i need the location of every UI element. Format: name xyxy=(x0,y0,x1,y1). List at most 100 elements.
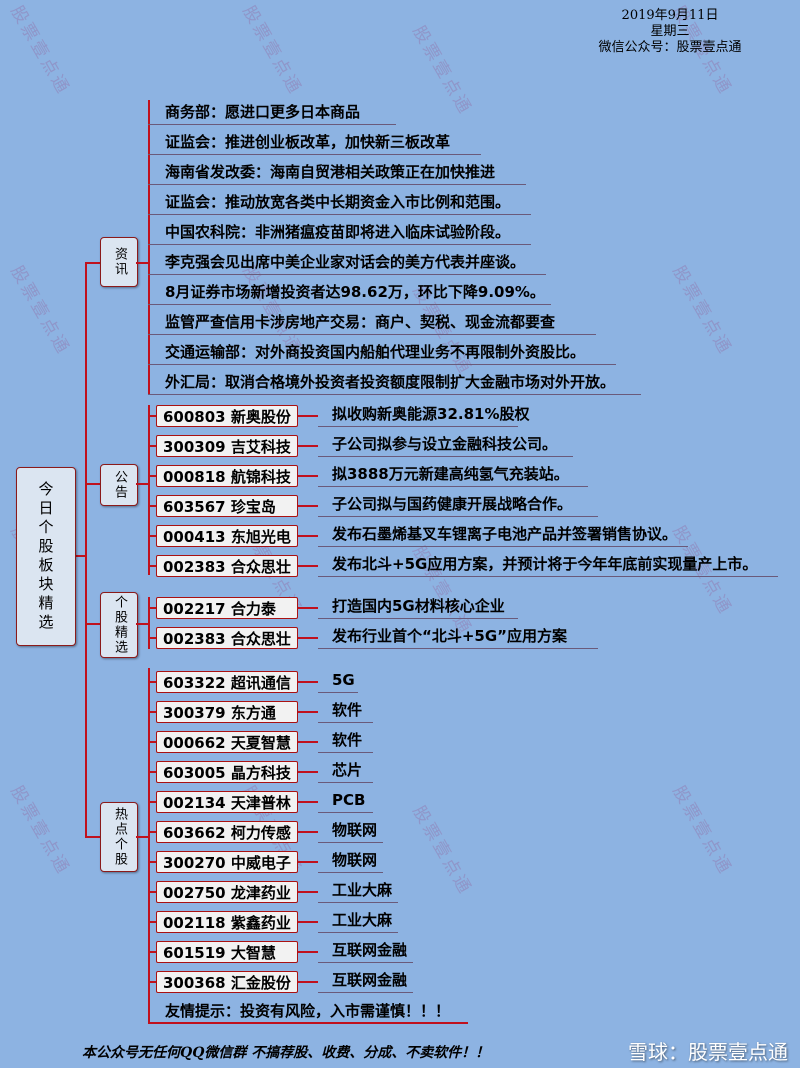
stock-connector xyxy=(148,831,156,833)
announce-desc: 拟收购新奥能源32.81%股权 xyxy=(332,405,530,423)
watermark-text: 股票壹点通 xyxy=(408,802,476,900)
stock-link xyxy=(298,681,318,683)
stock-link xyxy=(298,535,318,537)
announce-desc: 拟3888万元新建高纯氢气充装站。 xyxy=(332,465,569,483)
risk-tip: 友情提示：投资有风险，入市需谨慎！！！ xyxy=(165,1002,451,1020)
wechat-label: 微信公众号：股票壹点通 xyxy=(598,40,742,55)
stock-link xyxy=(298,891,318,893)
stock-link xyxy=(298,771,318,773)
branch-hot-label: 热点个股 xyxy=(112,807,127,867)
news-item: 交通运输部：对外商投资国内船舶代理业务不再限制外资股比。 xyxy=(165,343,586,361)
stock-link xyxy=(298,741,318,743)
news-underline xyxy=(148,214,531,215)
hot-stock: 002750 龙津药业 xyxy=(156,881,298,903)
branch-news: 资讯 xyxy=(100,237,138,287)
news-underline xyxy=(148,364,616,365)
desc-underline xyxy=(318,546,688,547)
hot-stock: 002118 紫鑫药业 xyxy=(156,911,298,933)
watermark-text: 股票壹点通 xyxy=(6,2,74,100)
news-item: 李克强会见出席中美企业家对话会的美方代表并座谈。 xyxy=(165,253,526,271)
branch-hot: 热点个股 xyxy=(100,802,138,872)
watermark-text: 股票壹点通 xyxy=(6,782,74,880)
stock-connector xyxy=(148,741,156,743)
trunk-line xyxy=(85,262,87,837)
pick-desc: 发布行业首个“北斗+5G”应用方案 xyxy=(332,627,568,645)
pick-stock: 002217 合力泰 xyxy=(156,597,298,619)
branch-connector xyxy=(85,623,100,625)
news-item: 证监会：推动放宽各类中长期资金入市比例和范围。 xyxy=(165,193,511,211)
hot-stock: 603322 超讯通信 xyxy=(156,671,298,693)
stock-link xyxy=(298,415,318,417)
stock-link xyxy=(298,921,318,923)
hot-stock: 300368 汇金股份 xyxy=(156,971,298,993)
picks-joint xyxy=(136,623,148,625)
hot-desc: 工业大麻 xyxy=(332,881,393,899)
stock-connector xyxy=(148,921,156,923)
announce-stock: 600803 新奥股份 xyxy=(156,405,298,427)
news-item: 外汇局：取消合格境外投资者投资额度限制扩大金融市场对外开放。 xyxy=(165,373,616,391)
root-node: 今日个股板块精选 xyxy=(16,467,76,646)
watermark-text: 股票壹点通 xyxy=(238,2,306,100)
stock-connector xyxy=(148,445,156,447)
hot-stock: 603662 柯力传感 xyxy=(156,821,298,843)
announce-desc: 子公司拟与国药健康开展战略合作。 xyxy=(332,495,573,513)
stock-connector xyxy=(148,981,156,983)
desc-underline xyxy=(318,456,573,457)
hot-stock: 300379 东方通 xyxy=(156,701,298,723)
branch-connector xyxy=(85,836,100,838)
desc-underline xyxy=(318,872,383,873)
stock-link xyxy=(298,801,318,803)
news-item: 监管严查信用卡涉房地产交易：商户、契税、现金流都要查 xyxy=(165,313,556,331)
news-underline xyxy=(148,274,546,275)
news-trunk xyxy=(148,100,150,394)
stock-connector xyxy=(148,801,156,803)
pick-desc: 打造国内5G材料核心企业 xyxy=(332,597,505,615)
desc-underline xyxy=(318,648,598,649)
desc-underline xyxy=(318,992,413,993)
hot-joint xyxy=(136,836,148,838)
hot-desc: 工业大麻 xyxy=(332,911,393,929)
hot-stock: 002134 天津普林 xyxy=(156,791,298,813)
announce-joint xyxy=(136,483,148,485)
desc-underline xyxy=(318,842,383,843)
desc-underline xyxy=(318,722,373,723)
news-item: 海南省发改委：海南自贸港相关政策正在加快推进 xyxy=(165,163,496,181)
announce-desc: 发布北斗+5G应用方案，并预计将于今年年底前实现量产上市。 xyxy=(332,555,758,573)
news-underline xyxy=(148,244,531,245)
watermark-text: 股票壹点通 xyxy=(668,782,736,880)
hot-stock: 601519 大智慧 xyxy=(156,941,298,963)
stock-link xyxy=(298,607,318,609)
announce-stock: 300309 吉艾科技 xyxy=(156,435,298,457)
hot-trunk xyxy=(148,668,150,1024)
picks-trunk xyxy=(148,597,150,649)
hot-stock: 603005 晶方科技 xyxy=(156,761,298,783)
date-label: 2019年9月11日 xyxy=(621,8,719,23)
news-underline xyxy=(148,304,551,305)
stock-link xyxy=(298,445,318,447)
stock-link xyxy=(298,861,318,863)
news-item: 证监会：推进创业板改革，加快新三板改革 xyxy=(165,133,451,151)
desc-underline xyxy=(318,692,358,693)
branch-announce: 公告 xyxy=(100,464,138,506)
desc-underline xyxy=(318,426,518,427)
hot-stock: 300270 中威电子 xyxy=(156,851,298,873)
branch-news-label: 资讯 xyxy=(112,247,127,277)
footer-disclaimer: 本公众号无任何QQ微信群 不搞荐股、收费、分成、不卖软件！！ xyxy=(82,1045,490,1061)
branch-picks-label: 个股精选 xyxy=(112,595,127,655)
watermark-text: 股票壹点通 xyxy=(668,262,736,360)
desc-underline xyxy=(318,812,373,813)
stock-connector xyxy=(148,415,156,417)
stock-connector xyxy=(148,607,156,609)
desc-underline xyxy=(318,932,398,933)
stock-connector xyxy=(148,711,156,713)
stock-link xyxy=(298,711,318,713)
desc-underline xyxy=(318,576,778,577)
stock-connector xyxy=(148,771,156,773)
desc-underline xyxy=(318,516,598,517)
pick-stock: 002383 合众思壮 xyxy=(156,627,298,649)
watermark-text: 股票壹点通 xyxy=(6,262,74,360)
stock-connector xyxy=(148,637,156,639)
hot-desc: 5G xyxy=(332,671,355,689)
desc-underline xyxy=(318,618,518,619)
stock-connector xyxy=(148,475,156,477)
